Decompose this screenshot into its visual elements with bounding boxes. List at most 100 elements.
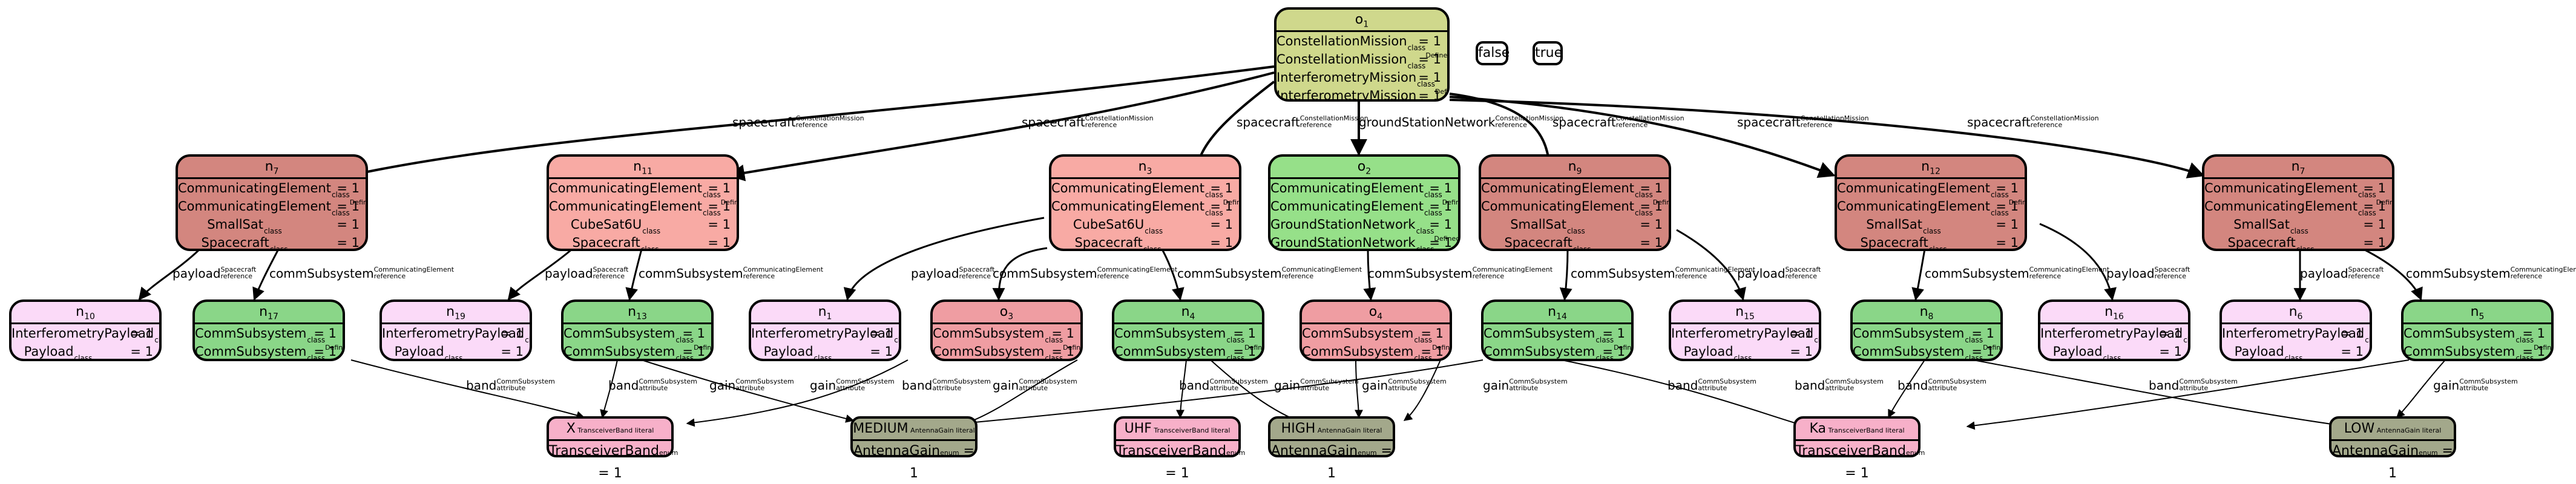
row-multiplicity: = 1 xyxy=(1790,326,1813,341)
literal-false[interactable]: false xyxy=(1476,41,1510,65)
node-row: InterferometryPayloadclass= 1 xyxy=(1671,324,1819,344)
node-row: SmallSatclass= 1 xyxy=(1481,215,1669,235)
row-label: Payloadclass xyxy=(763,344,832,361)
row-label: CommunicatingElementclassDefinedPart xyxy=(1270,197,1458,218)
node-row: Spacecraftclass= 1 xyxy=(2204,234,2392,249)
row-label: Payloadclass xyxy=(394,344,463,361)
row-subscript: class xyxy=(702,191,721,199)
row-subscript: class xyxy=(263,227,282,235)
row-multiplicity: = 1 xyxy=(2522,344,2545,359)
node-n15[interactable]: n15InterferometryPayloadclass= 1Payloadc… xyxy=(1669,299,1821,361)
row-subscript: class xyxy=(1204,209,1223,217)
row-subscript: class xyxy=(2183,336,2190,344)
node-row: CommunicatingElementclass= 1 xyxy=(178,179,366,199)
row-subscript: class xyxy=(1417,80,1435,88)
row-multiplicity: = 1 xyxy=(1421,344,1444,359)
node-row: CommunicatingElementclassDefinedPart= 1 xyxy=(1481,197,1669,218)
row-label: SmallSatclass xyxy=(207,217,282,235)
node-row: CommunicatingElementclass= 1 xyxy=(549,179,737,199)
literal-true[interactable]: true xyxy=(1533,41,1563,65)
row-label: CommSubsystemclass xyxy=(1853,326,1983,344)
node-header: n19 xyxy=(382,302,530,324)
node-row: CommSubsystemclassDefinedPart= 1 xyxy=(1114,342,1262,359)
row-subscript: class xyxy=(74,354,93,361)
row-multiplicity: = 1 xyxy=(2341,344,2364,359)
row-superscript: DefinedPart xyxy=(1983,344,2001,352)
row-subscript: class xyxy=(1634,191,1653,199)
row-label: CommSubsystemclassDefinedPart xyxy=(195,342,343,359)
edge-root-n7b xyxy=(1449,99,2205,178)
row-superscript: DefinedPart xyxy=(2376,198,2394,206)
node-row: CubeSat6Uclass= 1 xyxy=(549,215,737,235)
row-subscript: class xyxy=(1417,98,1435,99)
row-label: CommSubsystemclassDefinedPart xyxy=(1302,342,1450,359)
node-n10[interactable]: n10InterferometryPayloadclass= 1Payloadc… xyxy=(9,299,162,361)
row-label: CommSubsystemclassDefinedPart xyxy=(1484,342,1631,359)
row-subscript: class xyxy=(1965,354,1983,361)
literal-value: MEDIUM AntennaGain literal xyxy=(853,419,975,441)
row-subscript: class xyxy=(269,245,288,251)
node-header: o3 xyxy=(933,302,1080,324)
row-subscript: class xyxy=(1922,227,1941,235)
node-n19[interactable]: n19InterferometryPayloadclass= 1Payloadc… xyxy=(380,299,532,361)
row-subscript: class xyxy=(1143,245,1162,251)
row-multiplicity: = 1 xyxy=(870,344,893,359)
row-multiplicity: = 1 xyxy=(1996,181,2019,195)
node-row: CommSubsystemclass= 1 xyxy=(2404,324,2551,344)
node-row: InterferometryPayloadclass= 1 xyxy=(2040,324,2188,344)
node-n16[interactable]: n16InterferometryPayloadclass= 1Payloadc… xyxy=(2038,299,2190,361)
row-multiplicity: = 1 xyxy=(708,181,731,195)
row-label: Spacecraftclass xyxy=(2204,234,2338,249)
row-superscript: DefinedPart xyxy=(1652,198,1671,206)
node-row: Payloadclass= 1 xyxy=(382,342,530,361)
root-row: ConstellationMissionclass= 1 xyxy=(1276,32,1447,52)
row-subscript: class xyxy=(1416,245,1434,251)
row-subscript: class xyxy=(331,209,350,217)
node-n6[interactable]: n6InterferometryPayloadclass= 1Payloadcl… xyxy=(2220,299,2372,361)
node-row: Payloadclass= 1 xyxy=(2040,342,2188,359)
row-label: InterferometryPayloadclass xyxy=(2040,324,2188,344)
row-subscript: class xyxy=(1414,336,1433,344)
row-label: CommunicatingElementclassDefinedPart xyxy=(1481,197,1669,218)
node-row: CommunicatingElementclassDefinedPart= 1 xyxy=(1270,197,1458,218)
node-row: CommunicatingElementclassDefinedPart= 1 xyxy=(178,197,366,218)
node-header: n5 xyxy=(2404,302,2551,324)
node-row: CommunicatingElementclass= 1 xyxy=(2204,179,2392,199)
row-multiplicity: = 1 xyxy=(1640,235,1663,250)
row-label: CommunicatingElementclassDefinedPart xyxy=(178,197,366,218)
row-label: CommunicatingElementclassDefinedPart xyxy=(1837,197,2025,218)
node-n1[interactable]: n1InterferometryPayloadclass= 1Payloadcl… xyxy=(749,299,901,361)
row-subscript: class xyxy=(307,354,326,361)
